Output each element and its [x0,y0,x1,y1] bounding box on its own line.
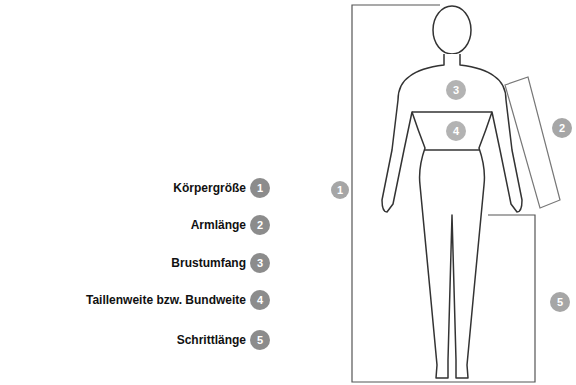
callout-circle [250,215,270,235]
callout-circle [446,121,466,141]
callout-number: 1 [250,183,270,194]
callout-number: 4 [250,290,270,310]
callout-number: 1 [331,185,349,196]
callout-circle [250,253,270,273]
callout-number: 3 [446,80,466,100]
callout-circle [550,292,570,312]
callout-number: 3 [250,253,270,273]
callout-number: 1 [331,181,349,199]
callout-number: 4 [446,121,466,141]
measure-label: Armlänge [191,218,246,232]
measure-label: Körpergröße [173,181,246,195]
height-frame [352,5,535,382]
callout-number: 5 [550,292,570,312]
callout-number: 2 [250,215,270,235]
callout-circle [250,178,270,198]
callout-number: 1 [250,178,270,198]
callout-number: 5 [250,335,270,346]
measure-label: Schrittlänge [177,333,246,347]
callout-number: 2 [552,123,572,134]
callout-number: 5 [250,330,270,350]
waist-line [425,149,479,150]
measure-label: Taillenweite bzw. Bundweite [86,293,246,307]
chest-line [412,111,492,112]
callout-circle [331,181,349,199]
callout-circle [250,330,270,350]
head [433,6,471,54]
callout-number: 2 [552,118,572,138]
callout-number: 3 [250,258,270,269]
callout-number: 3 [446,85,466,96]
callout-circle [446,80,466,100]
callout-circle [250,290,270,310]
callout-number: 4 [250,295,270,306]
measure-label: Brustumfang [171,256,246,270]
body-outline [382,54,522,378]
callout-number: 4 [446,126,466,137]
callout-circle [552,118,572,138]
callout-number: 2 [250,220,270,231]
callout-number: 5 [550,297,570,308]
